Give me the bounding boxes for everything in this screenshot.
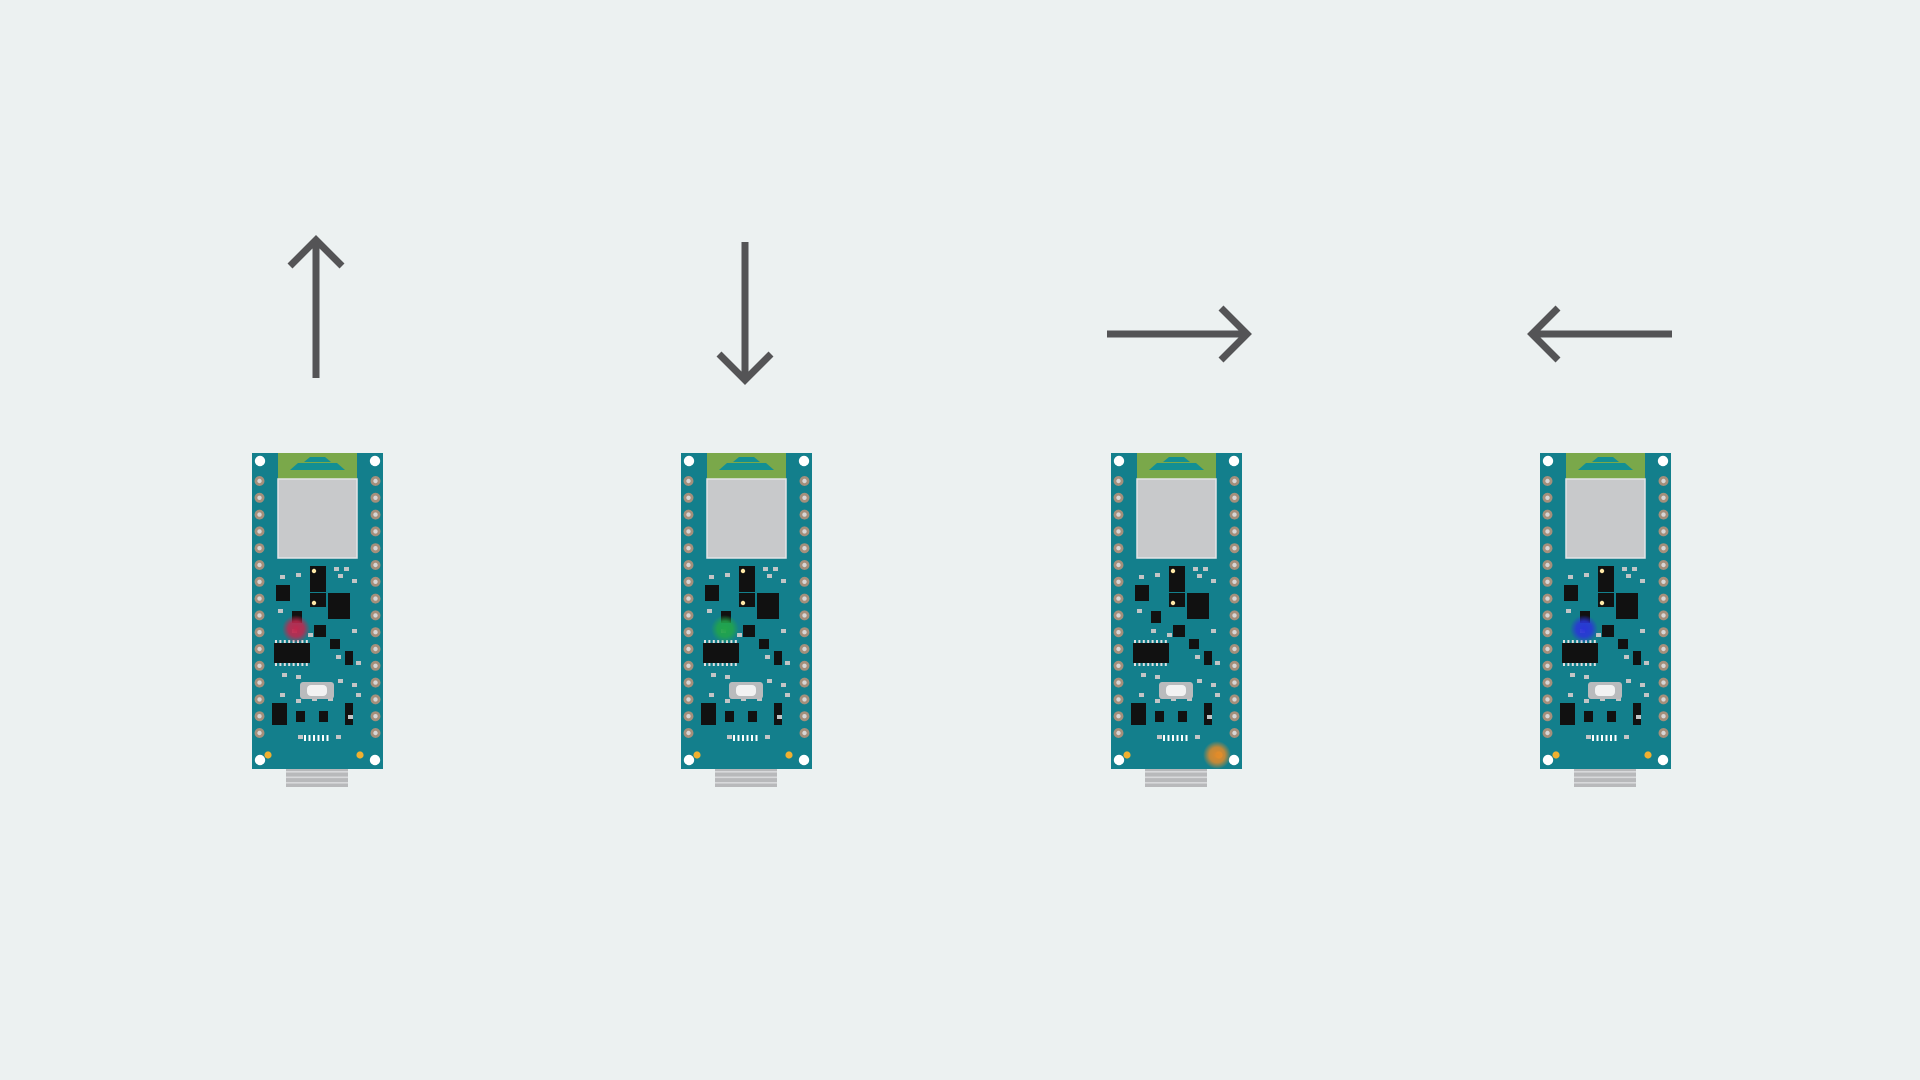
- panel-right: [1055, 0, 1295, 1080]
- components: [1131, 566, 1220, 739]
- arrow-up-icon: [196, 220, 436, 390]
- mounting-hole: [369, 455, 381, 467]
- antenna: [1137, 453, 1216, 479]
- mounting-hole: [254, 455, 266, 467]
- components: [701, 566, 790, 739]
- arrow-down-icon: [625, 220, 865, 390]
- mounting-hole: [798, 754, 810, 766]
- arrow-head: [287, 235, 345, 269]
- arduino-board: [1540, 453, 1671, 790]
- mounting-hole: [683, 455, 695, 467]
- reset-button: [729, 682, 763, 699]
- components: [272, 566, 361, 739]
- arrow-left-icon: [1484, 220, 1724, 390]
- header-pins: [683, 476, 810, 738]
- header-pins: [1542, 476, 1669, 738]
- reset-button: [1588, 682, 1622, 699]
- arduino-board: [1111, 453, 1242, 790]
- antenna: [278, 453, 357, 479]
- mounting-hole: [1228, 754, 1240, 766]
- reset-button: [300, 682, 334, 699]
- arrow-head: [716, 351, 774, 385]
- panel-up: [196, 0, 436, 1080]
- mounting-hole: [1657, 754, 1669, 766]
- panel-left: [1484, 0, 1724, 1080]
- mounting-hole: [1113, 754, 1125, 766]
- wifi-module: [277, 478, 358, 559]
- mounting-hole: [1657, 455, 1669, 467]
- arrow-right-icon: [1055, 220, 1295, 390]
- mounting-hole: [683, 754, 695, 766]
- mounting-hole: [369, 754, 381, 766]
- antenna: [707, 453, 786, 479]
- mounting-hole: [1113, 455, 1125, 467]
- antenna: [1566, 453, 1645, 479]
- arduino-board: [252, 453, 383, 790]
- mounting-hole: [1542, 754, 1554, 766]
- arrow-head: [1218, 305, 1252, 363]
- led-indicator: [711, 615, 739, 643]
- mounting-hole: [1228, 455, 1240, 467]
- arduino-board: [681, 453, 812, 790]
- wifi-module: [706, 478, 787, 559]
- mounting-hole: [798, 455, 810, 467]
- reset-button: [1159, 682, 1193, 699]
- arrow-head: [1527, 305, 1561, 363]
- panel-down: [625, 0, 865, 1080]
- led-indicator: [282, 615, 310, 643]
- led-indicator: [1203, 741, 1231, 769]
- wifi-module: [1136, 478, 1217, 559]
- header-pins: [254, 476, 381, 738]
- led-indicator: [1570, 615, 1598, 643]
- mounting-hole: [254, 754, 266, 766]
- mounting-hole: [1542, 455, 1554, 467]
- header-pins: [1113, 476, 1240, 738]
- wifi-module: [1565, 478, 1646, 559]
